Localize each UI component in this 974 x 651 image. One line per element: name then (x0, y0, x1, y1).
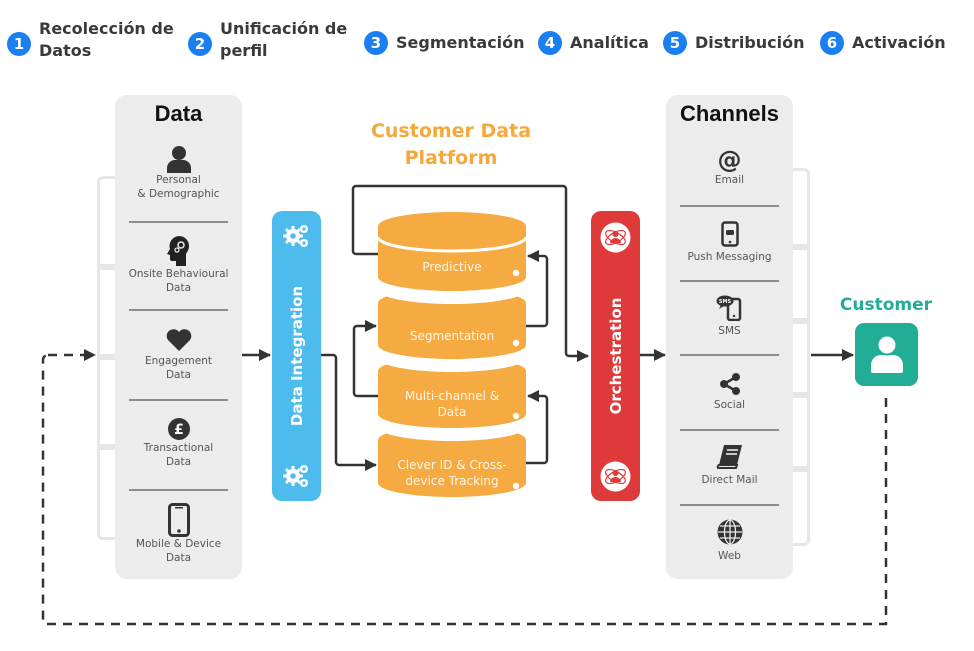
data-item-engagement: Engagement Data (115, 328, 242, 382)
channel-item-push: Push Messaging (666, 221, 793, 264)
step-5-badge: 5 (663, 31, 687, 55)
divider (129, 309, 228, 311)
cdp-cylinder (376, 212, 528, 497)
step-3: 3 Segmentación (364, 18, 525, 55)
step-3-label: Segmentación (396, 33, 525, 52)
cdp-layer-label: Segmentation (409, 329, 495, 343)
person-icon (166, 146, 191, 173)
channel-item-label: SMS (718, 325, 741, 337)
cdp-title: Customer Data Platform (370, 120, 532, 169)
arrow-multichannel-to-segmentation (352, 320, 378, 398)
channels-bracket-segment (793, 318, 810, 398)
pound-icon: £ (167, 418, 190, 440)
divider (129, 489, 228, 491)
step-6: 6 Activación (820, 18, 946, 55)
svg-text:£: £ (174, 422, 184, 438)
step-4: 4 Analítica (538, 18, 649, 55)
gears-icon (283, 465, 308, 487)
data-item-label: Engagement Data (145, 355, 212, 381)
sms-icon: SMS (716, 295, 741, 321)
data-item-label: Onsite Behavioural Data (128, 268, 229, 294)
data-bracket-segment (97, 444, 118, 540)
head-gears-icon (166, 236, 189, 266)
feedback-loop-dashed (41, 353, 888, 626)
channel-item-label: Direct Mail (701, 474, 758, 486)
step-2-badge: 2 (188, 32, 212, 56)
channels-bracket-segment (793, 392, 810, 472)
channel-item-sms: SMS SMS (666, 295, 793, 338)
channel-item-label: Push Messaging (687, 251, 772, 263)
orchestration-icon (600, 222, 631, 253)
svg-text:SMS: SMS (718, 299, 731, 305)
data-item-mobile: Mobile & Device Data (115, 503, 242, 565)
data-item-personal: Personal & Demographic (115, 145, 242, 201)
step-5: 5 Distribución (663, 18, 805, 55)
arrow-segmentation-to-predictive (526, 250, 549, 328)
step-3-badge: 3 (364, 31, 388, 55)
step-5-label: Distribución (695, 33, 805, 52)
divider (680, 280, 779, 282)
channel-item-email: @ Email (666, 147, 793, 187)
data-item-label: Mobile & Device Data (135, 538, 222, 564)
divider (680, 205, 779, 207)
customer-box (855, 323, 918, 386)
data-bracket-segment (97, 354, 118, 450)
data-bracket-segment (97, 176, 118, 270)
channel-item-label: Web (718, 550, 741, 562)
divider (680, 354, 779, 356)
divider (680, 504, 779, 506)
step-6-label: Activación (852, 33, 946, 52)
channels-bracket-segment (793, 244, 810, 324)
arrow-cleverid-to-multichannel (526, 390, 549, 465)
data-panel-title: Data (154, 101, 203, 126)
divider (129, 221, 228, 223)
channels-bracket-segment (793, 168, 810, 250)
step-1-badge: 1 (7, 32, 31, 56)
step-6-badge: 6 (820, 31, 844, 55)
divider (680, 429, 779, 431)
heart-icon (166, 329, 191, 351)
step-1: 1 Recolección de Datos (7, 18, 174, 62)
share-icon (719, 373, 740, 395)
divider (129, 399, 228, 401)
data-item-label: Personal & Demographic (137, 174, 220, 200)
orchestration-icon (600, 461, 631, 492)
data-bracket-segment (97, 264, 118, 360)
cdp-layer-label: Clever ID & Cross- device Tracking (397, 458, 507, 488)
arrow-predictive-to-orchestration (351, 184, 589, 362)
data-item-label: Transactional Data (143, 442, 214, 468)
channel-item-label: Email (714, 174, 745, 186)
at-icon: @ (717, 146, 742, 174)
channel-item-web: Web (666, 518, 793, 563)
step-4-label: Analítica (570, 33, 649, 52)
mobile-icon (167, 503, 190, 537)
step-4-badge: 4 (538, 31, 562, 55)
customer-user-icon (871, 334, 903, 373)
channels-panel-title: Channels (679, 101, 780, 126)
cdp-layer-predictive (376, 212, 528, 291)
arrow-integration-to-cleverid (321, 353, 377, 471)
cdp-layer-label: Predictive (422, 260, 482, 274)
data-item-transactional: £ Transactional Data (115, 417, 242, 469)
channel-item-direct-mail: Direct Mail (666, 444, 793, 487)
book-icon (716, 445, 742, 469)
step-1-label: Recolección de Datos (39, 19, 174, 60)
cdp-layer-label: Multi-channel & Data (404, 389, 500, 419)
step-2-label: Unificación de perfil (220, 19, 348, 60)
channel-item-social: Social (666, 372, 793, 412)
channels-panel: Channels @ Email Push Messaging SMS SMS (666, 95, 793, 579)
orchestration-label: Orchestration (606, 297, 625, 415)
orchestration-bar: Orchestration (591, 211, 640, 501)
data-panel: Data Personal & Demographic Onsite Behav… (115, 95, 242, 579)
channel-item-label: Social (713, 399, 746, 411)
globe-icon (717, 519, 742, 545)
channels-bracket-segment (793, 466, 810, 546)
data-integration-bar: Data Integration (272, 211, 321, 501)
step-2: 2 Unificación de perfil (188, 18, 347, 62)
customer-title: Customer (839, 295, 933, 315)
push-phone-icon (720, 221, 739, 247)
gears-icon (283, 225, 308, 247)
data-item-behavioural: Onsite Behavioural Data (115, 235, 242, 295)
